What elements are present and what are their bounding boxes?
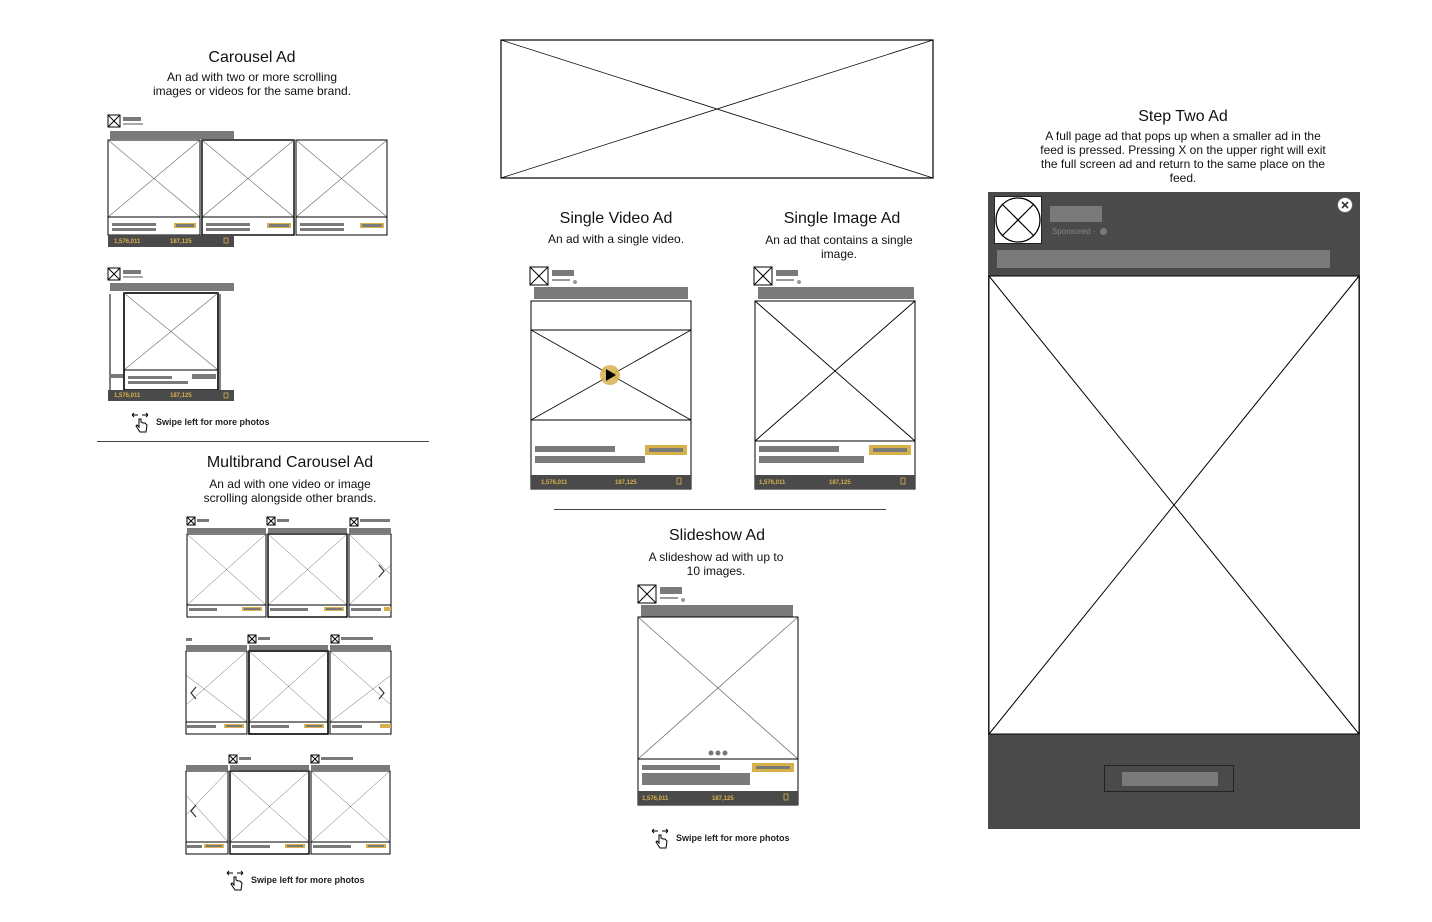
- swipe-hint-label: Swipe left for more photos: [676, 833, 790, 843]
- carousel-ad-description: An ad with two or more scrolling images …: [152, 70, 352, 98]
- svg-text:1,576,011: 1,576,011: [642, 796, 669, 802]
- advertiser-name-placeholder: [1050, 206, 1102, 222]
- carousel-ad-title: Carousel Ad: [208, 49, 296, 66]
- multibrand-swipe-hint: Swipe left for more photos: [225, 869, 365, 891]
- globe-icon: [1100, 228, 1107, 235]
- single-video-ad-description: An ad with a single video.: [547, 232, 685, 246]
- swipe-hint-label: Swipe left for more photos: [156, 417, 270, 427]
- chevron-left-icon: [190, 686, 197, 700]
- slideshow-swipe-hint: Swipe left for more photos: [650, 827, 790, 849]
- step-two-ad-title: Step Two Ad: [1138, 108, 1228, 125]
- chevron-right-icon: [378, 564, 385, 578]
- headline-placeholder: [997, 250, 1330, 268]
- carousel-ad-wireframe: 1,576,011 187,125: [107, 114, 388, 247]
- swipe-hand-icon: [226, 870, 244, 891]
- multibrand-ad-wireframe: [185, 516, 392, 855]
- svg-text:187,125: 187,125: [615, 480, 637, 486]
- single-video-ad-wireframe: 1,576,011 187,125: [529, 266, 692, 490]
- chevron-left-icon: [190, 804, 197, 818]
- svg-text:1,576,011: 1,576,011: [114, 239, 141, 245]
- svg-text:1,576,011: 1,576,011: [541, 480, 568, 486]
- slideshow-ad-title: Slideshow Ad: [668, 527, 766, 544]
- avatar-placeholder-icon: [994, 196, 1042, 244]
- middle-section-divider: [554, 509, 886, 510]
- carousel-swipe-hint: Swipe left for more photos: [130, 411, 270, 433]
- full-screen-media-placeholder: [988, 275, 1360, 735]
- swipe-hand-icon: [131, 412, 149, 433]
- single-image-ad-title: Single Image Ad: [783, 210, 901, 227]
- close-icon[interactable]: [1337, 197, 1353, 213]
- avatar-placeholder-icon: [107, 114, 121, 128]
- single-image-ad-wireframe: 1,576,011 187,125: [753, 266, 916, 490]
- multibrand-ad-title: Multibrand Carousel Ad: [206, 454, 374, 471]
- svg-text:187,125: 187,125: [170, 239, 192, 245]
- carousel-section-divider: [97, 441, 429, 442]
- single-image-ad-description: An ad that contains a single image.: [765, 233, 913, 261]
- swipe-hand-icon: [651, 828, 669, 849]
- svg-text:187,125: 187,125: [170, 393, 192, 399]
- play-icon: [600, 365, 620, 385]
- chevron-right-icon: [378, 686, 385, 700]
- slideshow-ad-wireframe: 1,576,011 187,125: [637, 584, 799, 806]
- slideshow-ad-description: A slideshow ad with up to 10 images.: [648, 550, 784, 578]
- swipe-hint-label: Swipe left for more photos: [251, 875, 365, 885]
- single-video-ad-title: Single Video Ad: [559, 210, 673, 227]
- step-two-ad-screen: Sponsored ·: [988, 192, 1360, 829]
- svg-text:1,576,011: 1,576,011: [759, 480, 786, 486]
- multibrand-ad-description: An ad with one video or image scrolling …: [203, 477, 377, 505]
- step-two-ad-description: A full page ad that pops up when a small…: [1040, 129, 1326, 185]
- banner-ad-placeholder: [500, 39, 934, 179]
- svg-text:187,125: 187,125: [712, 796, 734, 802]
- sponsored-label: Sponsored ·: [1052, 227, 1096, 236]
- carousel-ad-swipe-wireframe: 1,576,011 187,125: [107, 267, 234, 401]
- svg-text:1,576,011: 1,576,011: [114, 393, 141, 399]
- cta-button[interactable]: [1104, 765, 1234, 792]
- svg-text:187,125: 187,125: [829, 480, 851, 486]
